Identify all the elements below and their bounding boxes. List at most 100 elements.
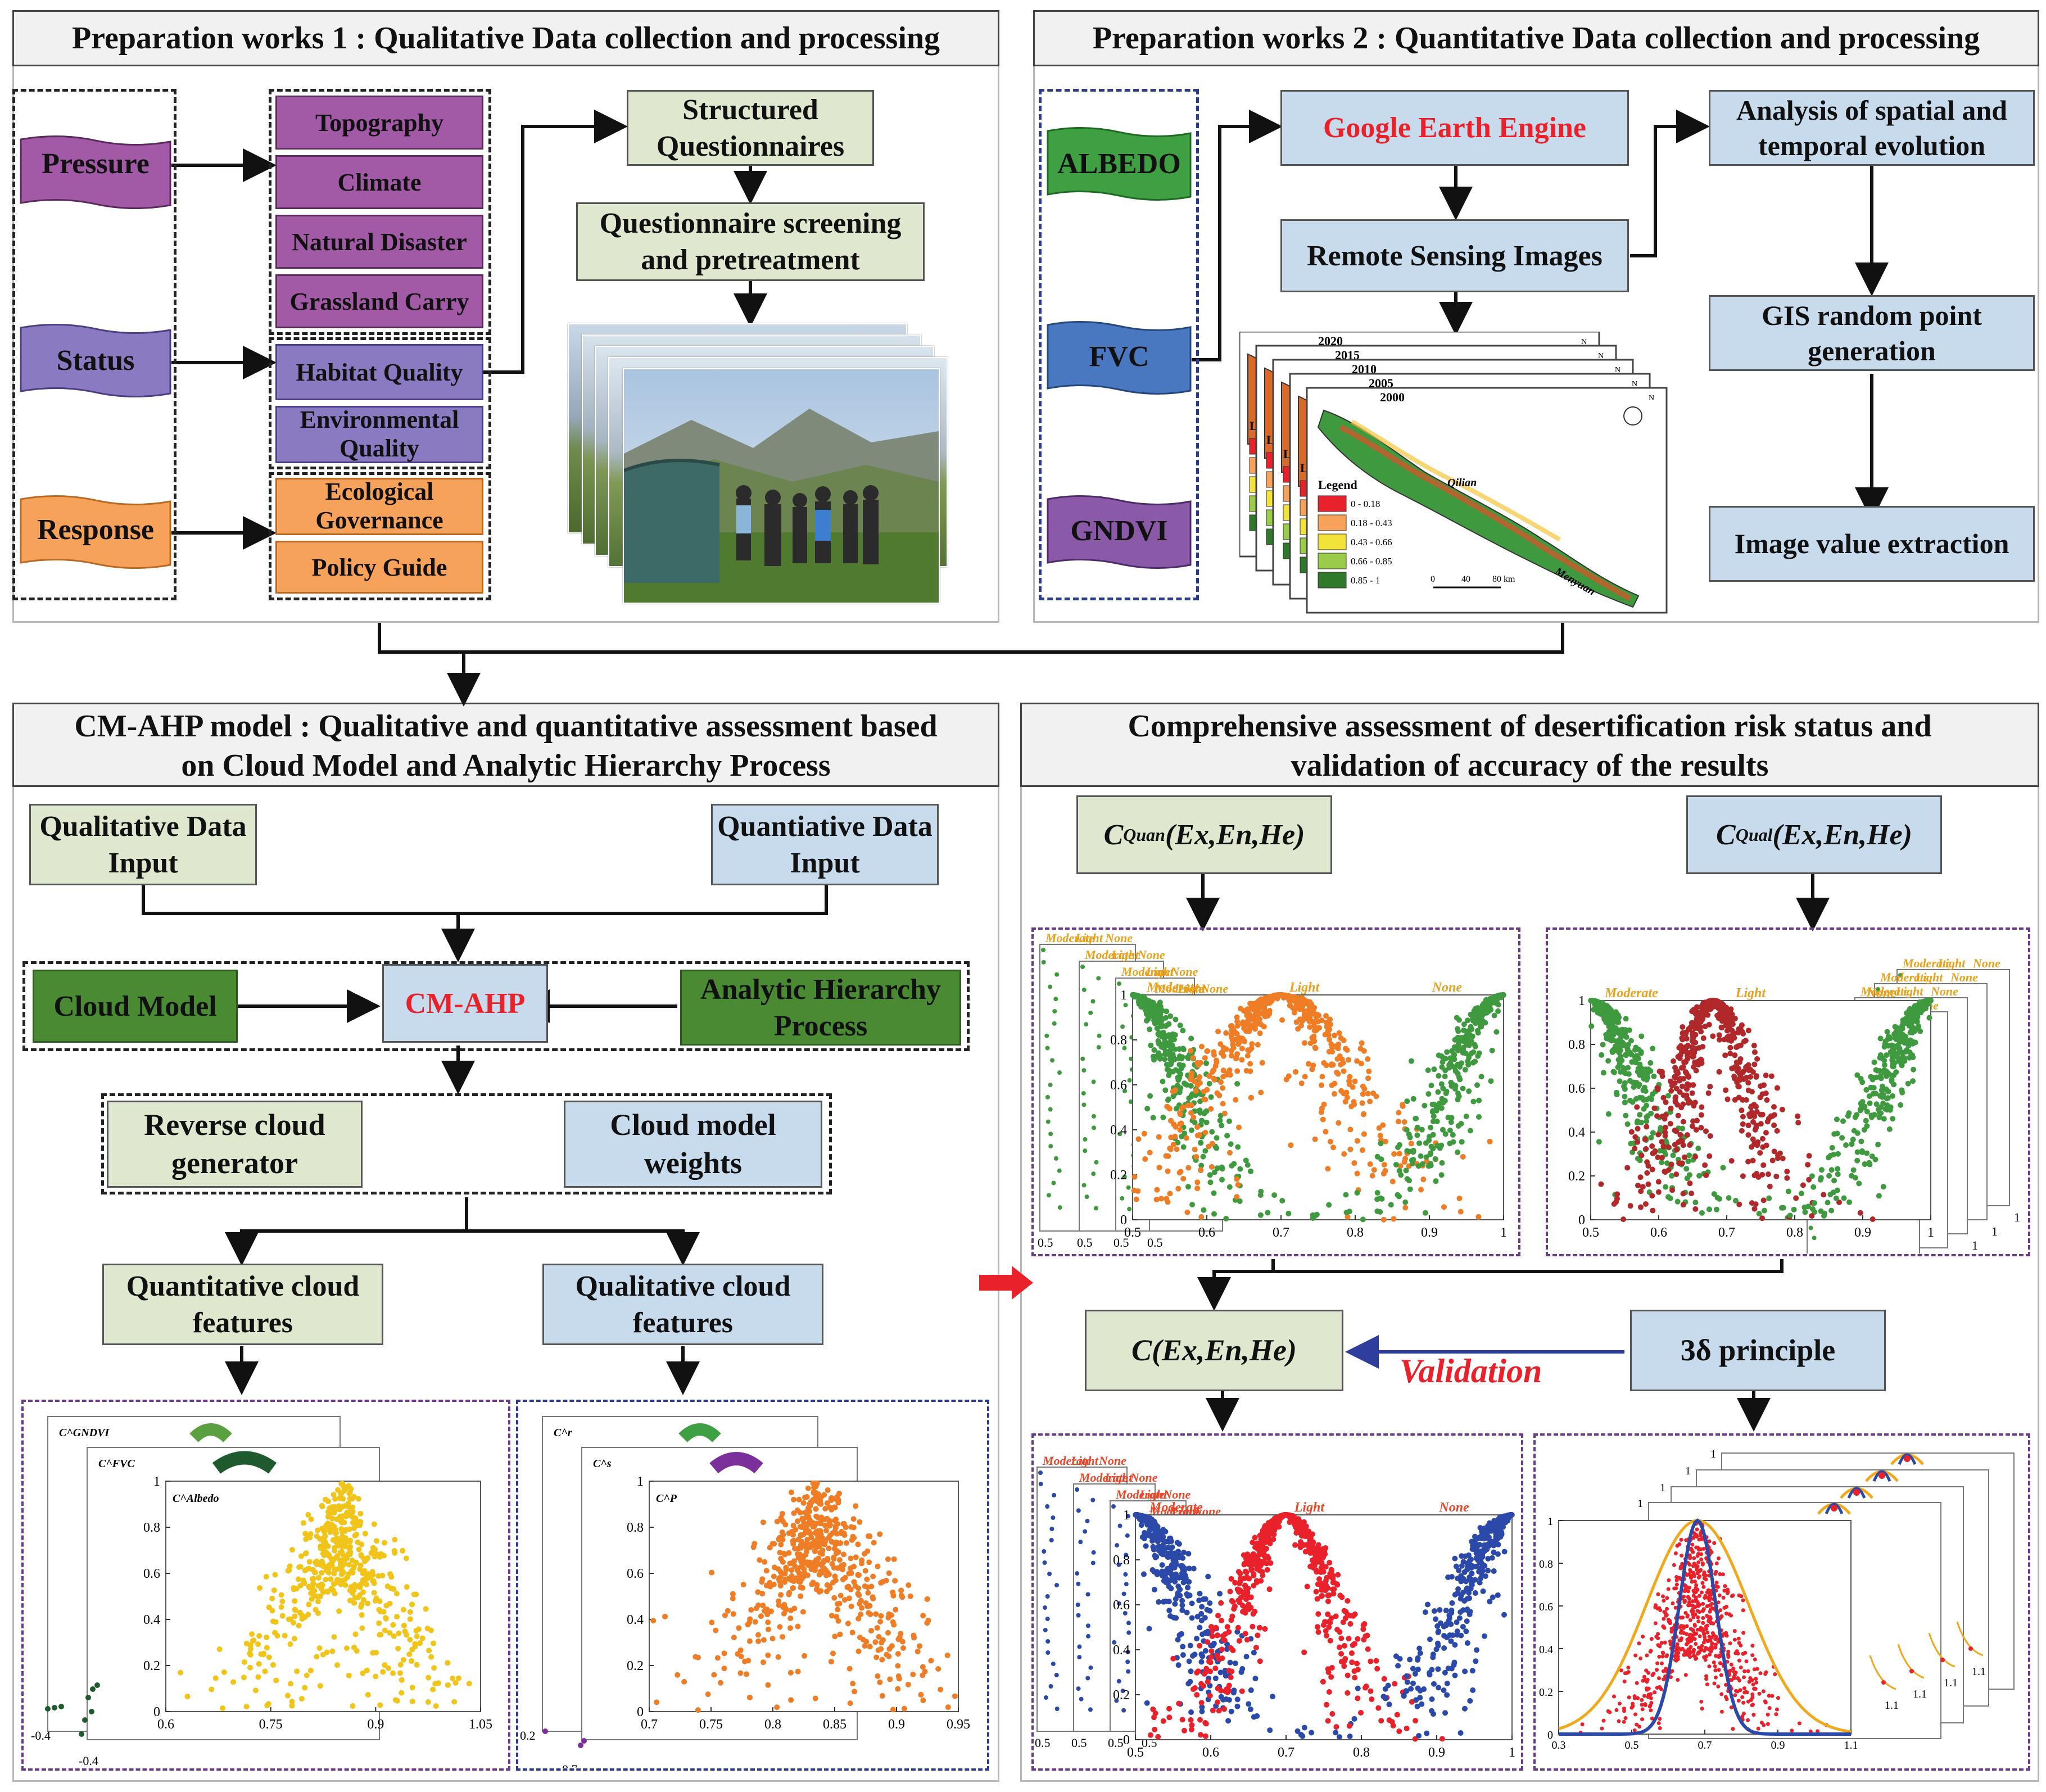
fvc-label: FVC bbox=[1089, 341, 1149, 373]
qualitative-data-input: Qualitative Data Input bbox=[29, 804, 257, 885]
cloud-drop-light bbox=[1676, 1160, 1682, 1166]
cloud-drop-light bbox=[1745, 1159, 1751, 1165]
cloud-drop-light bbox=[1745, 1080, 1751, 1086]
cloud-drop bbox=[875, 1647, 881, 1653]
cloud-drop-moderate bbox=[1637, 1157, 1643, 1164]
cloud-drop bbox=[752, 1619, 758, 1625]
cloud-drop bbox=[256, 1633, 262, 1639]
back-cloud-drop bbox=[89, 1709, 94, 1714]
questionnaire-screening: Questionnaire screening and pretreatment bbox=[576, 202, 925, 281]
cloud-drop bbox=[358, 1553, 364, 1559]
cloud-drop bbox=[924, 1596, 930, 1602]
cloud-drop-moderate bbox=[1617, 1061, 1623, 1067]
cloud-drop-moderate bbox=[1203, 1630, 1209, 1636]
factor-group-1 bbox=[269, 89, 491, 335]
cloud-drop-none bbox=[1896, 1048, 1903, 1054]
cloud-drop-none bbox=[1414, 1124, 1420, 1130]
cloud-drop-none bbox=[1438, 1172, 1445, 1178]
cloud-drop-none bbox=[1871, 1085, 1877, 1091]
back-cloud-drop bbox=[1125, 1659, 1130, 1664]
cloud-drop bbox=[315, 1527, 321, 1533]
cloud-drop-none bbox=[1433, 1178, 1439, 1184]
cloud-drop-moderate bbox=[1187, 1642, 1193, 1649]
cloud-drop-moderate bbox=[1153, 1554, 1160, 1560]
cloud-drop bbox=[841, 1521, 847, 1527]
cloud-drop-moderate bbox=[1138, 1522, 1144, 1528]
cloud-drop bbox=[944, 1652, 950, 1658]
cloud-drop bbox=[402, 1628, 408, 1635]
cloud-drop-light bbox=[1252, 1026, 1258, 1032]
class-label: Moderate bbox=[1604, 986, 1658, 1001]
cloud-drop-light bbox=[1348, 1103, 1355, 1110]
cloud-drop-light bbox=[1693, 1126, 1699, 1133]
cloud-drop bbox=[835, 1601, 841, 1607]
cloud-drop bbox=[177, 1669, 183, 1676]
cloud-drop-moderate bbox=[1219, 1176, 1225, 1183]
cloud-drop-moderate bbox=[1651, 1073, 1657, 1079]
cloud-drop-moderate bbox=[1214, 1135, 1220, 1141]
y-tick-label: 0 bbox=[1123, 1733, 1130, 1748]
cloud-drop bbox=[323, 1542, 329, 1549]
cloud-drop bbox=[809, 1581, 815, 1587]
cloud-drop bbox=[829, 1506, 835, 1513]
cloud-drop-light bbox=[1750, 1157, 1756, 1164]
cloud-drop-moderate bbox=[1632, 1054, 1638, 1060]
cloud-drop bbox=[272, 1572, 278, 1578]
back-cloud-drop bbox=[1048, 1132, 1053, 1137]
cloud-drop-moderate bbox=[1592, 998, 1599, 1004]
back-cloud-drop bbox=[1079, 1696, 1084, 1702]
cloud-drop bbox=[895, 1651, 901, 1657]
back-tick: 0.5 bbox=[1035, 1736, 1051, 1750]
cloud-drop bbox=[406, 1651, 413, 1657]
cloud-drop bbox=[338, 1481, 345, 1487]
cloud-drop bbox=[825, 1557, 831, 1563]
cloud-drop-moderate bbox=[1231, 1687, 1237, 1694]
cloud-drop-none bbox=[1419, 1126, 1425, 1133]
cloud-drop-light bbox=[1307, 1040, 1314, 1046]
cloud-drop-moderate bbox=[1167, 1535, 1174, 1541]
cloud-drop-moderate bbox=[1146, 1515, 1152, 1521]
layer-label-fvc: C^FVC bbox=[98, 1458, 135, 1470]
cloud-drop-light bbox=[1336, 1030, 1342, 1036]
cloud-drop-light bbox=[1655, 1087, 1661, 1093]
cloud-drop-moderate bbox=[1179, 1602, 1185, 1608]
cloud-drop-light bbox=[1777, 1150, 1783, 1156]
cloud-drop bbox=[812, 1695, 818, 1702]
cloud-drop-moderate bbox=[1163, 1022, 1169, 1029]
cloud-drop bbox=[832, 1633, 838, 1640]
back-cloud-drop bbox=[1083, 1137, 1088, 1142]
class-label: Light bbox=[1289, 980, 1320, 995]
back-cloud-drop bbox=[1080, 1056, 1085, 1061]
cloud-drop bbox=[365, 1600, 371, 1607]
cloud-drop-none bbox=[1890, 1058, 1896, 1064]
back-cloud-drop bbox=[1127, 1206, 1132, 1211]
cloud-drop-light bbox=[1391, 1151, 1397, 1157]
cloud-drop-moderate bbox=[1189, 1202, 1196, 1208]
cloud-drop bbox=[381, 1609, 387, 1615]
cloud-drop-none bbox=[1410, 1157, 1416, 1163]
cloud-drop-light bbox=[1335, 1046, 1341, 1052]
cloud-drop bbox=[243, 1640, 250, 1646]
back-cloud-drop bbox=[1057, 1205, 1062, 1210]
cloud-drop bbox=[895, 1686, 901, 1692]
back-cloud-drop bbox=[1049, 1538, 1054, 1542]
cloud-drop-none bbox=[1858, 1138, 1864, 1144]
cloud-drop-none bbox=[1898, 1102, 1904, 1108]
cloud-drop bbox=[738, 1653, 744, 1659]
class-label: Moderate bbox=[1860, 984, 1909, 998]
cloud-drop-moderate bbox=[1199, 1708, 1205, 1714]
cloud-drop-light bbox=[1779, 1106, 1785, 1112]
cloud-drop-light bbox=[1307, 1024, 1313, 1030]
cloud-drop bbox=[409, 1646, 415, 1653]
cloud-drop bbox=[307, 1667, 314, 1673]
cloud-drop-none bbox=[1887, 1035, 1893, 1042]
back-cloud-drop bbox=[1045, 1594, 1050, 1599]
cloud-drop bbox=[317, 1683, 323, 1689]
cloud-drop bbox=[737, 1670, 744, 1676]
cloud-drop-moderate bbox=[1243, 1654, 1250, 1660]
cloud-drop-light bbox=[1165, 1153, 1171, 1159]
cloud-drop-moderate bbox=[1254, 1713, 1260, 1719]
back-cloud-drop bbox=[1094, 1160, 1099, 1165]
cloud-drop-light bbox=[1673, 1128, 1680, 1134]
